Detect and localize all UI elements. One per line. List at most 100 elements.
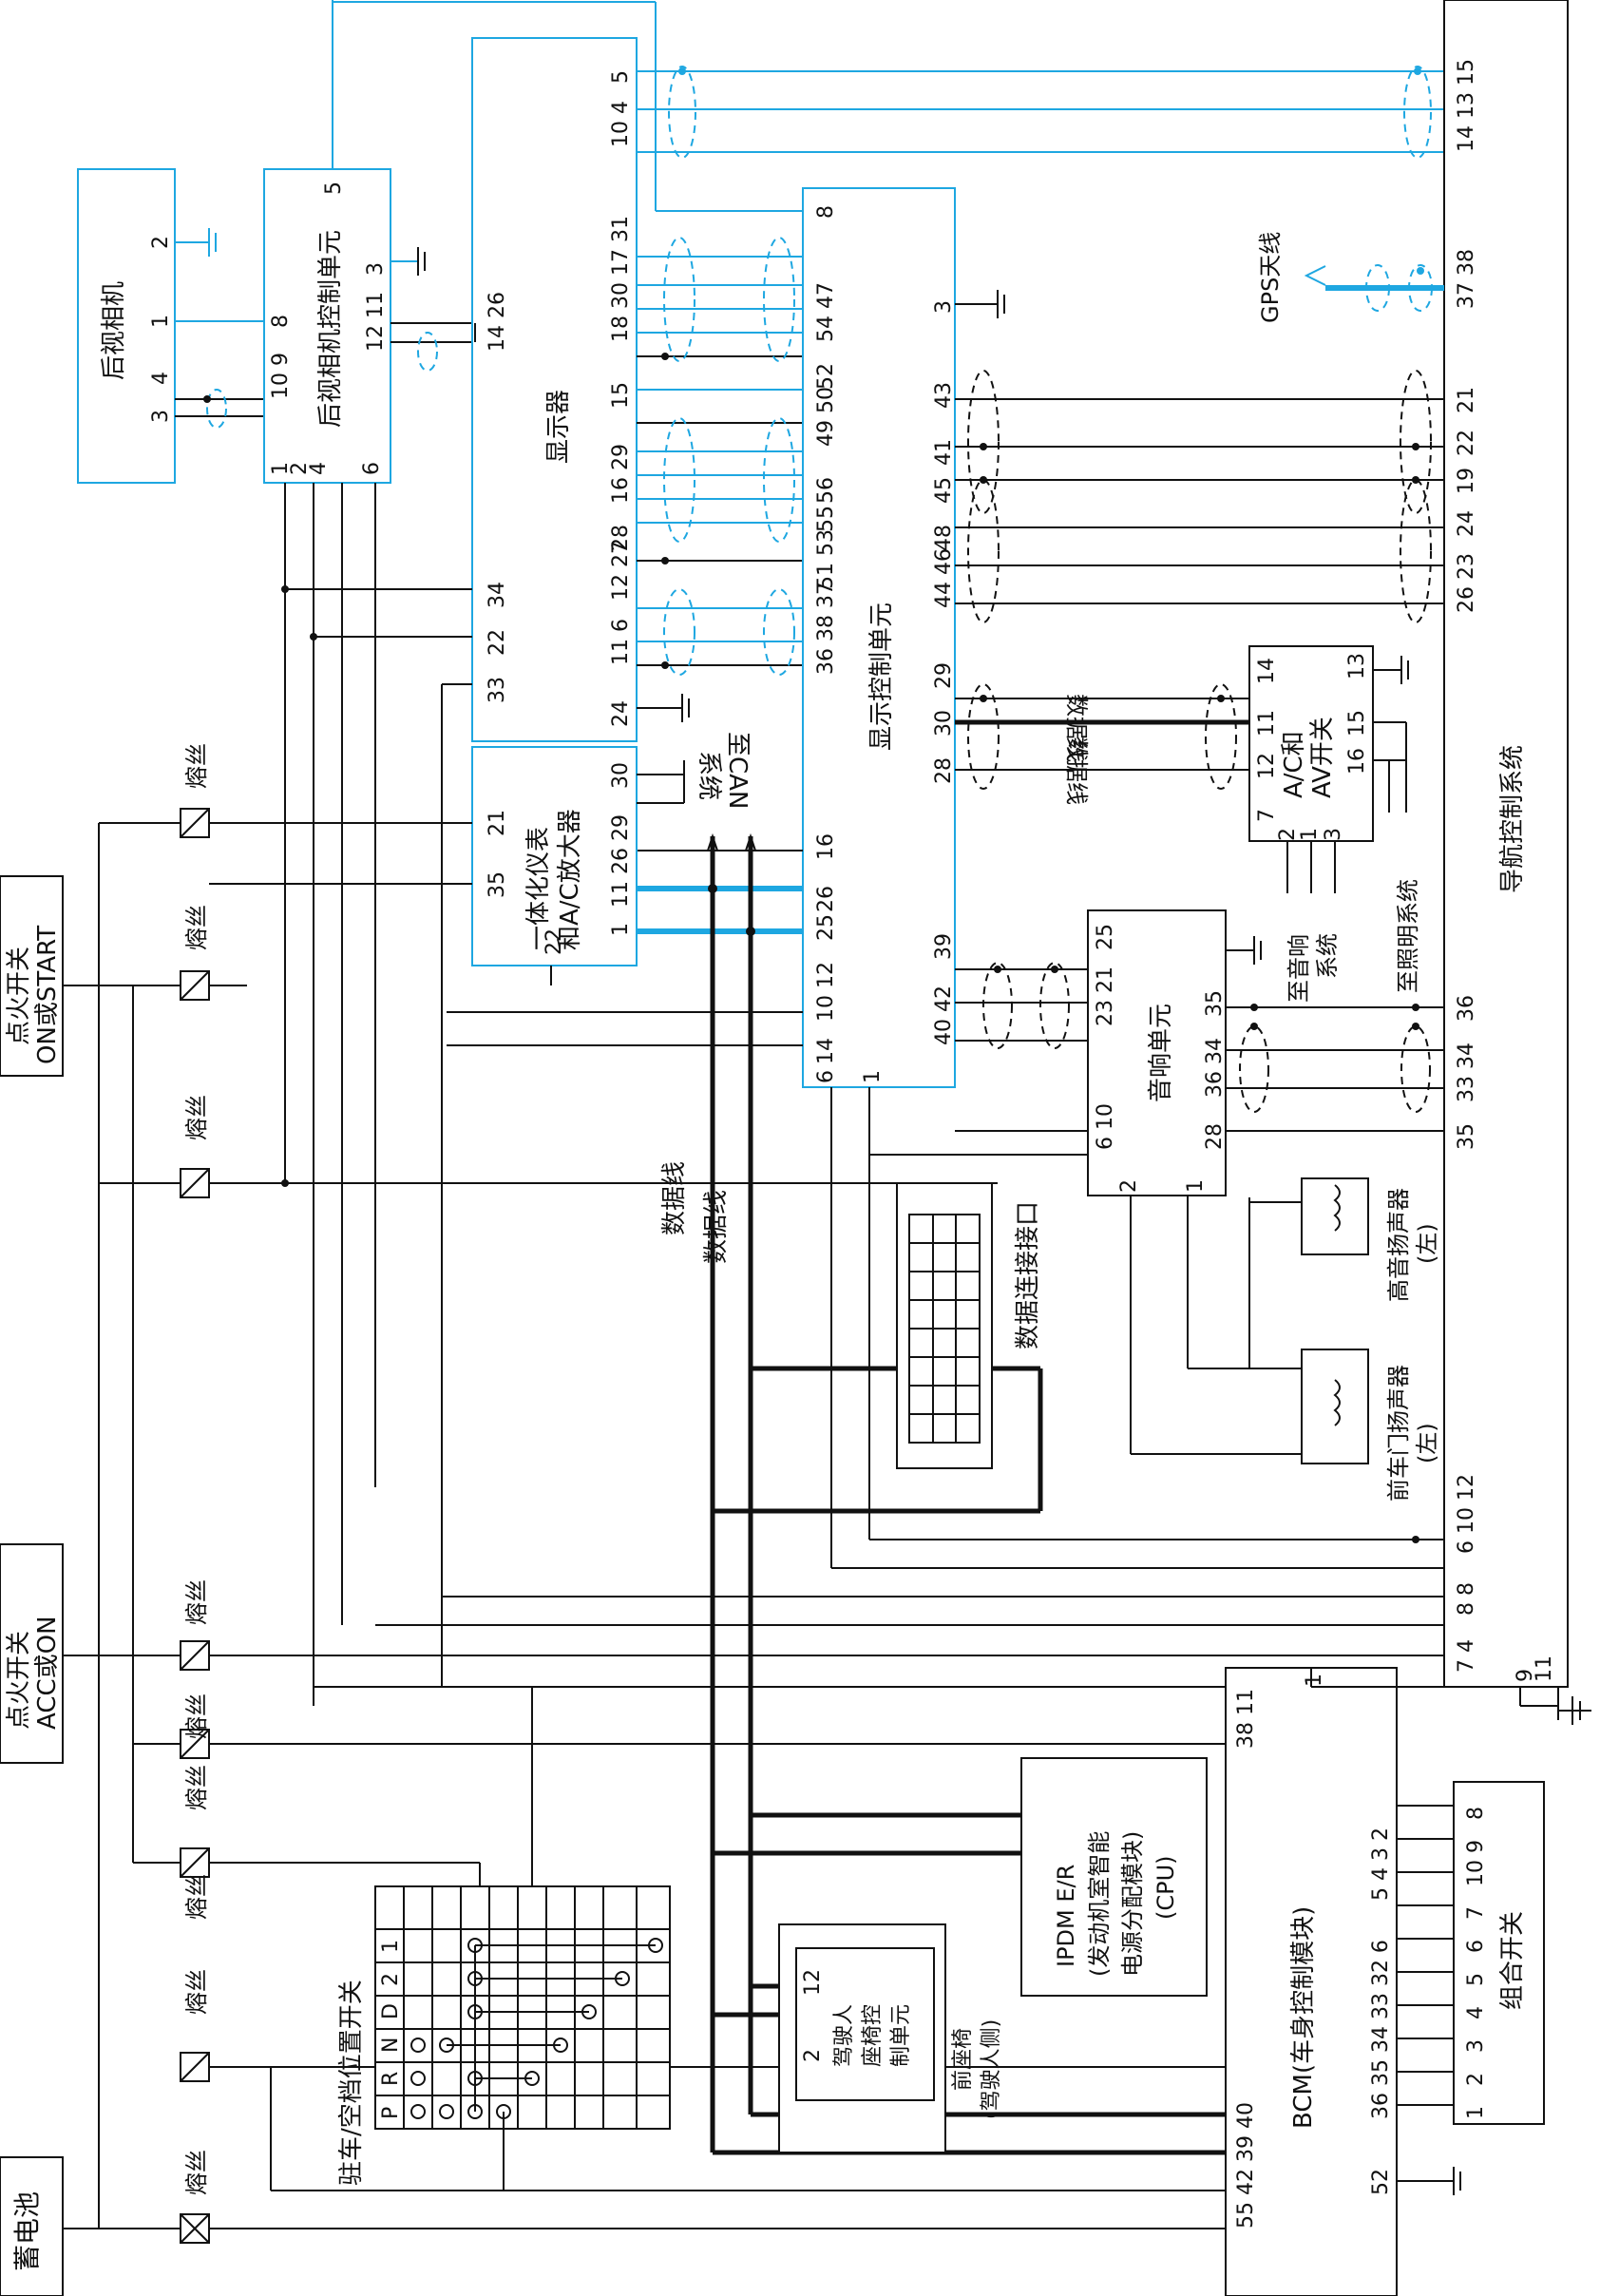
svg-text:熔丝: 熔丝 xyxy=(183,1765,210,1810)
svg-text:熔丝: 熔丝 xyxy=(183,1095,210,1140)
fuse-label-a: 熔丝 xyxy=(183,1693,210,1739)
park-switch-grid xyxy=(375,1886,670,2129)
svg-text:ON或START: ON或START xyxy=(33,926,62,1064)
svg-text:1: 1 xyxy=(149,315,173,328)
svg-text:R: R xyxy=(379,2072,403,2086)
svg-text:39 40: 39 40 xyxy=(1234,2102,1258,2162)
park-switch-contacts xyxy=(410,1938,663,2119)
svg-text:高音扬声器: 高音扬声器 xyxy=(1385,1188,1412,1302)
svg-text:9: 9 xyxy=(1514,1669,1537,1682)
svg-text:52: 52 xyxy=(814,363,838,390)
to-lighting-label: 至照明系统 xyxy=(1395,879,1421,993)
audio-unit-pins: 25 23 21 35 36 34 28 6 10 2 1 xyxy=(1094,924,1227,1193)
front-seat-label: 前座椅 (驾驶人侧) xyxy=(951,2019,1003,2119)
svg-text:2: 2 xyxy=(801,2049,825,2062)
ign-acc-box xyxy=(0,1543,64,1764)
svg-text:熔丝: 熔丝 xyxy=(183,2150,210,2195)
nav-pins: 14 13 15 37 38 21 22 19 24 26 23 36 33 3… xyxy=(1455,59,1556,1682)
svg-text:35: 35 xyxy=(1203,990,1227,1017)
svg-text:6 10: 6 10 xyxy=(1094,1103,1117,1150)
svg-text:35: 35 xyxy=(1455,1123,1478,1150)
svg-text:35: 35 xyxy=(486,871,509,898)
svg-text:4: 4 xyxy=(149,372,173,385)
svg-text:11: 11 xyxy=(609,881,633,908)
svg-text:54 47: 54 47 xyxy=(814,282,838,342)
park-switch-box xyxy=(374,1885,671,2130)
svg-text:ACC或ON: ACC或ON xyxy=(33,1616,62,1730)
svg-text:55 42: 55 42 xyxy=(1234,2169,1258,2229)
svg-text:36: 36 xyxy=(1455,995,1478,1022)
fuse-7: 熔丝 xyxy=(180,1969,210,2082)
svg-text:16: 16 xyxy=(1345,748,1369,775)
svg-text:29: 29 xyxy=(932,662,956,689)
svg-text:2: 2 xyxy=(1117,1179,1141,1193)
svg-text:6 10 12: 6 10 12 xyxy=(1455,1474,1478,1554)
to-can-label-2: 系统 xyxy=(695,751,723,800)
svg-text:8: 8 xyxy=(269,315,293,328)
fuse-1: 熔丝 xyxy=(180,743,210,838)
svg-text:14: 14 xyxy=(814,1038,838,1064)
svg-text:12 27: 12 27 xyxy=(609,541,633,601)
combo-switch-box xyxy=(1453,1781,1545,2125)
to-sound-1: 至音响 xyxy=(1286,934,1312,1003)
svg-text:14: 14 xyxy=(1255,658,1279,684)
ign-acc-label: 点火开关 ACC或ON xyxy=(5,1616,62,1730)
svg-text:26: 26 xyxy=(814,886,838,912)
svg-text:8: 8 xyxy=(1464,1807,1488,1820)
seat-ctrl-label: 驾驶人 座椅控 制单元 12 2 xyxy=(801,1969,913,2067)
svg-text:26 23: 26 23 xyxy=(1455,553,1478,613)
svg-text:44 46: 44 46 xyxy=(932,548,956,608)
svg-text:36 35 34 33 32 6: 36 35 34 33 32 6 xyxy=(1369,1940,1393,2119)
svg-text:28: 28 xyxy=(932,757,956,784)
bcm-pins: 38 11 1 39 40 55 42 52 36 35 34 33 32 6 … xyxy=(1234,1674,1393,2229)
display-ctrl-shields xyxy=(637,237,803,676)
svg-text:56: 56 xyxy=(814,477,838,504)
rear-camera-ctrl-box xyxy=(263,168,391,484)
ign-start-box xyxy=(0,875,64,1077)
svg-text:34: 34 xyxy=(486,582,509,608)
svg-text:6: 6 xyxy=(1464,1940,1488,1953)
fuse-label-b: 熔丝 xyxy=(183,1874,210,1920)
svg-text:P: P xyxy=(379,2107,403,2119)
rear-camera-pins: 2 1 3 4 xyxy=(149,236,173,423)
svg-text:(左): (左) xyxy=(1414,1223,1440,1264)
svg-text:2: 2 xyxy=(379,1973,403,1986)
svg-text:15: 15 xyxy=(1345,710,1369,737)
svg-text:1: 1 xyxy=(1298,828,1322,841)
svg-text:5 4 3 2: 5 4 3 2 xyxy=(1369,1827,1393,1901)
svg-text:2: 2 xyxy=(1276,828,1300,841)
ipdm-box xyxy=(1020,1757,1208,1997)
svg-text:N: N xyxy=(379,2038,403,2053)
svg-text:(驾驶人侧): (驾驶人侧) xyxy=(980,2019,1003,2119)
ac-av-switch-pins: 14 11 12 7 15 16 13 xyxy=(1255,653,1369,822)
svg-text:1: 1 xyxy=(861,1070,885,1083)
svg-text:39: 39 xyxy=(932,933,956,960)
svg-text:8: 8 xyxy=(814,205,838,219)
svg-text:49 50: 49 50 xyxy=(814,387,838,447)
svg-text:5: 5 xyxy=(1464,1973,1488,1986)
svg-text:51 53: 51 53 xyxy=(814,529,838,589)
svg-text:1: 1 xyxy=(269,462,293,475)
svg-text:1: 1 xyxy=(1464,2106,1488,2119)
combo-meter-box xyxy=(471,746,638,966)
svg-text:前车门扬声器: 前车门扬声器 xyxy=(1385,1365,1412,1502)
svg-text:1: 1 xyxy=(1303,1674,1326,1687)
power-bus xyxy=(63,822,1444,2229)
svg-text:22: 22 xyxy=(1455,430,1478,456)
svg-text:一体化仪表: 一体化仪表 xyxy=(524,827,553,950)
svg-text:55: 55 xyxy=(814,506,838,532)
svg-text:(CPU): (CPU) xyxy=(1152,1855,1179,1920)
svg-text:21: 21 xyxy=(486,810,509,836)
svg-text:数据线: 数据线 xyxy=(1063,694,1090,762)
svg-text:8 8: 8 8 xyxy=(1455,1582,1478,1616)
svg-text:点火开关: 点火开关 xyxy=(5,1631,33,1730)
svg-text:3: 3 xyxy=(1464,2039,1488,2053)
svg-text:18 30 17 31: 18 30 17 31 xyxy=(609,216,633,342)
svg-text:5: 5 xyxy=(322,182,346,195)
to-sound-2: 系统 xyxy=(1314,933,1341,979)
svg-text:(左): (左) xyxy=(1414,1423,1440,1464)
svg-text:7: 7 xyxy=(1255,809,1279,822)
rear-camera-label: 后视相机 xyxy=(100,281,128,380)
svg-text:6: 6 xyxy=(814,1070,838,1083)
